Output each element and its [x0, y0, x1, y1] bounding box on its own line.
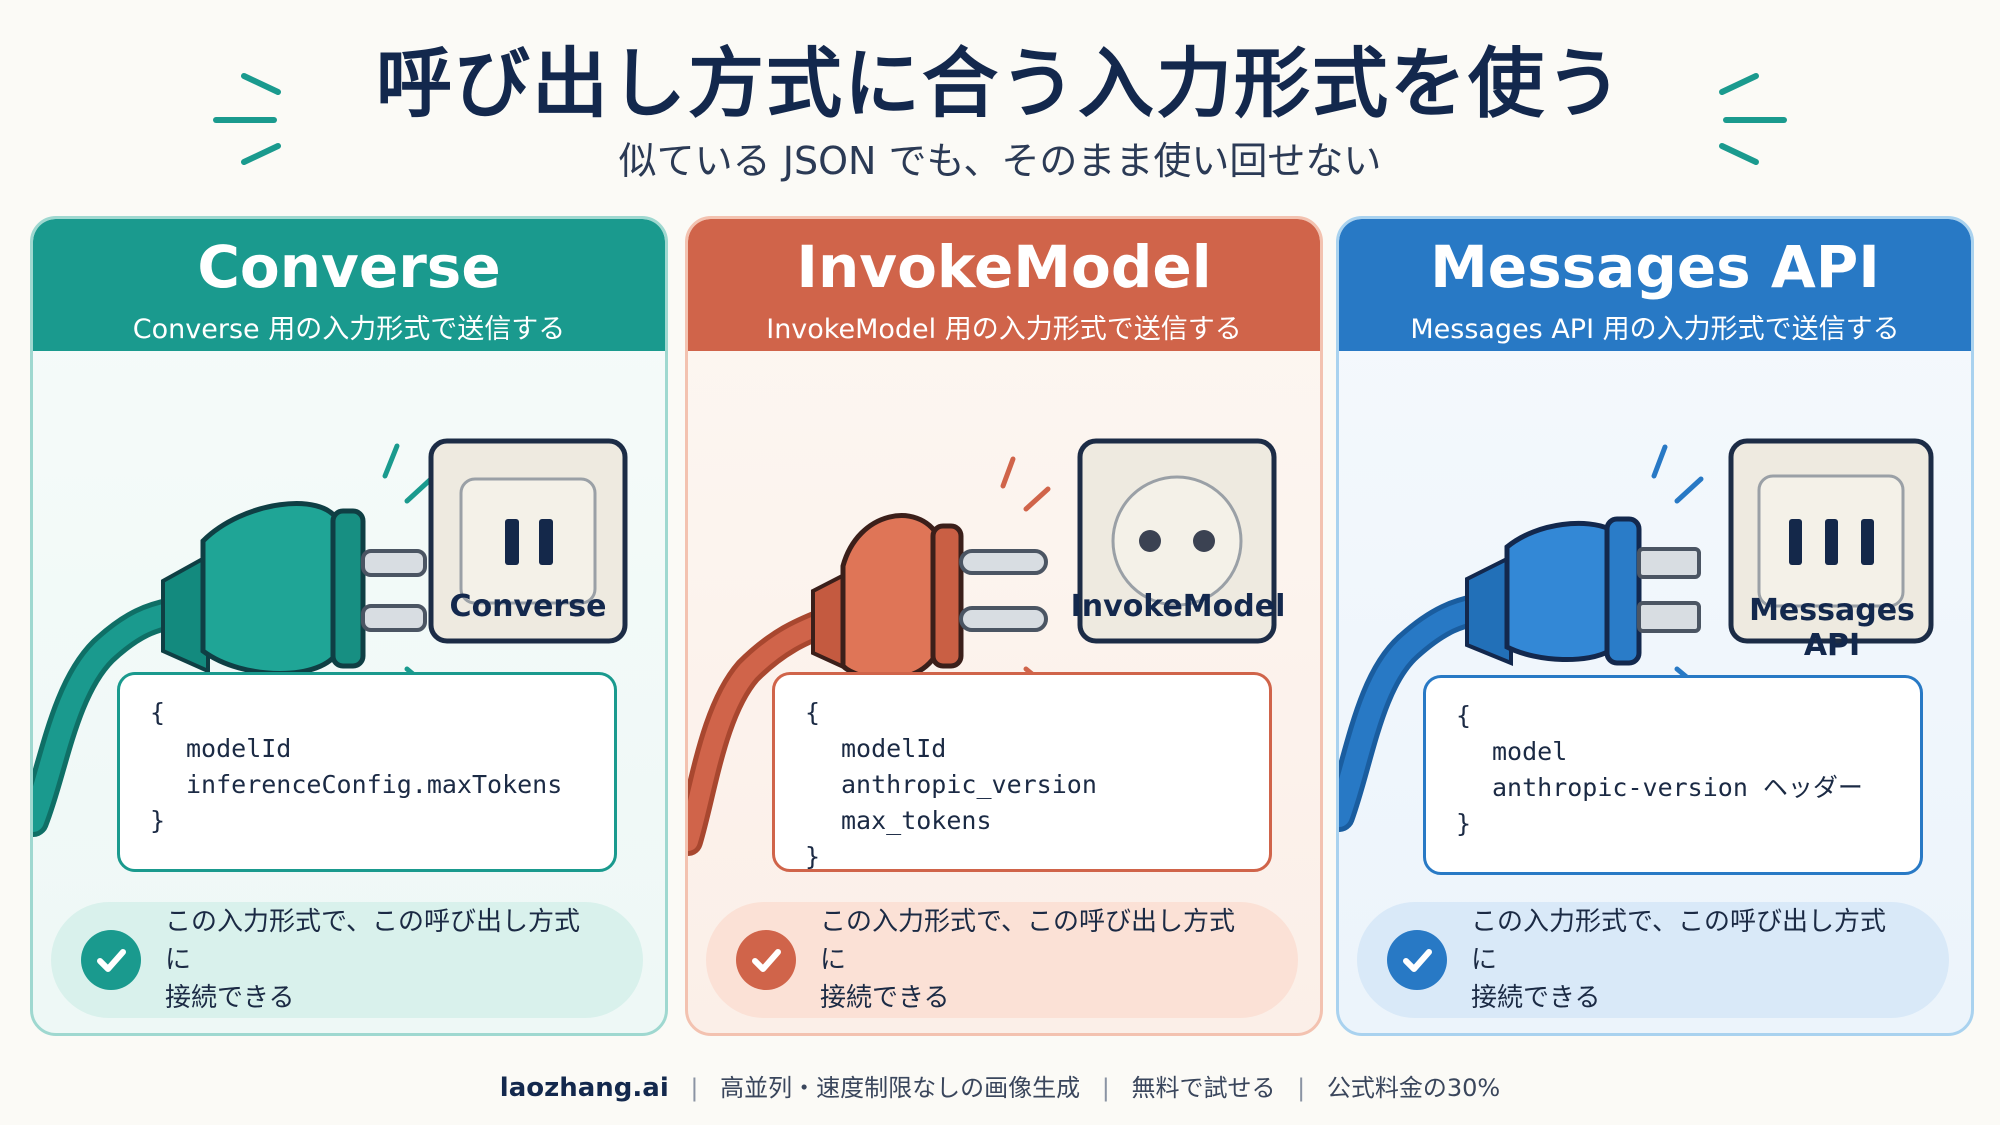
panel-description: Messages API 用の入力形式で送信する	[1410, 314, 1900, 345]
connect-note: この入力形式で、この呼び出し方式に 接続できる	[51, 902, 643, 1018]
connect-note-line: この入力形式で、この呼び出し方式に	[820, 907, 1235, 975]
panel-title: Converse	[197, 233, 501, 301]
cable-icon	[1339, 593, 1495, 832]
code-open-brace: {	[1456, 701, 1472, 730]
socket-label: InvokeModel	[1070, 589, 1286, 624]
sparkle-lines-left-icon	[213, 73, 281, 165]
panel-header: Messages API Messages API 用の入力形式で送信する	[1339, 219, 1971, 351]
promo-item: 公式料金の30%	[1326, 1074, 1501, 1102]
panel-title: Messages API	[1430, 233, 1880, 301]
connect-note-line: この入力形式で、この呼び出し方式に	[165, 907, 580, 975]
code-field: anthropic_version	[841, 770, 1097, 799]
panel-converse: Converse Converse 用の入力形式で送信する Converse	[30, 216, 668, 1036]
connect-note-line: 接続できる	[165, 983, 295, 1013]
connect-note-line: 接続できる	[1471, 983, 1601, 1013]
connect-note-text: この入力形式で、この呼び出し方式に 接続できる	[165, 903, 605, 1017]
code-field: model	[1492, 737, 1568, 766]
code-close-brace: }	[805, 842, 821, 871]
plug-socket-illustration	[1339, 438, 1934, 832]
cable-icon	[688, 608, 838, 856]
connect-note: この入力形式で、この呼び出し方式に 接続できる	[706, 902, 1298, 1018]
code-close-brace: }	[150, 806, 166, 835]
plug-icon	[161, 501, 427, 676]
code-field: modelId	[186, 734, 292, 763]
panel-title: InvokeModel	[796, 233, 1212, 301]
panel-header: InvokeModel InvokeModel 用の入力形式で送信する	[688, 219, 1320, 351]
connect-note-line: この入力形式で、この呼び出し方式に	[1471, 907, 1886, 975]
separator: |	[1101, 1074, 1110, 1102]
socket-icon	[1728, 438, 1934, 644]
code-field: inferenceConfig.maxTokens	[186, 770, 563, 799]
code-open-brace: {	[150, 698, 166, 727]
page-subtitle: 似ている JSON でも、そのまま使い回せない	[618, 139, 1382, 183]
connect-note-text: この入力形式で、この呼び出し方式に 接続できる	[1471, 903, 1911, 1017]
code-field: anthropic-version ヘッダー	[1492, 773, 1863, 802]
code-field: max_tokens	[841, 806, 992, 835]
code-snippet: { modelId anthropic_version max_tokens }	[772, 672, 1272, 872]
promo-item: 高並列・速度制限なしの画像生成	[720, 1074, 1081, 1102]
code-snippet: { modelId inferenceConfig.maxTokens }	[117, 672, 617, 872]
promo-bar: laozhang.ai | 高並列・速度制限なしの画像生成 | 無料で試せる |…	[0, 1068, 2000, 1103]
panel-description: Converse 用の入力形式で送信する	[132, 314, 566, 345]
brand-link[interactable]: laozhang.ai	[499, 1073, 669, 1103]
check-icon	[1387, 930, 1447, 990]
cable-icon	[33, 597, 189, 837]
panel-messages-api: Messages API Messages API 用の入力形式で送信する	[1336, 216, 1974, 1036]
code-close-brace: }	[1456, 809, 1472, 838]
connect-note-text: この入力形式で、この呼び出し方式に 接続できる	[820, 903, 1260, 1017]
page-title: 呼び出し方式に合う入力形式を使う	[376, 39, 1624, 128]
connect-note-line: 接続できる	[820, 983, 950, 1013]
plug-icon	[811, 513, 1048, 682]
code-snippet: { model anthropic-version ヘッダー }	[1423, 675, 1923, 875]
panel-description: InvokeModel 用の入力形式で送信する	[766, 314, 1242, 345]
promo-item: 無料で試せる	[1131, 1074, 1276, 1102]
socket-icon	[428, 438, 628, 644]
separator: |	[1297, 1074, 1306, 1102]
socket-label: Converse	[449, 589, 607, 624]
panel-invokemodel: InvokeModel InvokeModel 用の入力形式で送信する Invo	[685, 216, 1323, 1036]
code-field: modelId	[841, 734, 947, 763]
connect-note: この入力形式で、この呼び出し方式に 接続できる	[1357, 902, 1949, 1018]
check-icon	[736, 930, 796, 990]
sparkle-lines-right-icon	[1719, 73, 1787, 165]
separator: |	[690, 1074, 699, 1102]
plug-socket-illustration	[33, 438, 628, 837]
check-icon	[81, 930, 141, 990]
socket-label: Messages API	[1749, 593, 1915, 663]
panel-header: Converse Converse 用の入力形式で送信する	[33, 219, 665, 351]
socket-icon	[1077, 438, 1277, 644]
code-open-brace: {	[805, 698, 821, 727]
plug-socket-illustration	[688, 438, 1277, 856]
plug-icon	[1465, 516, 1701, 666]
